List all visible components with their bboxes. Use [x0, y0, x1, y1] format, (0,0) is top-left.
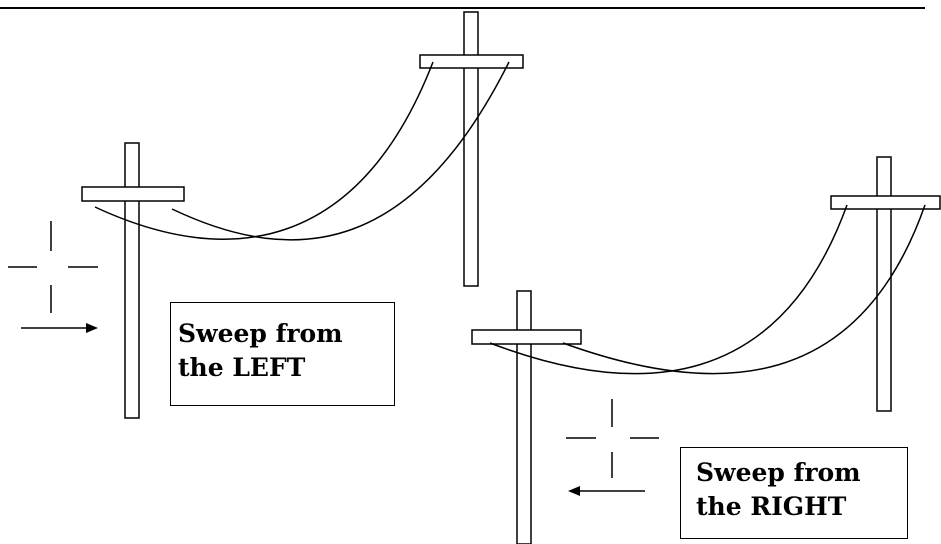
sweep-left-line1: Sweep from: [178, 319, 343, 348]
sweep-right-line2: the RIGHT: [696, 492, 847, 521]
utility-pole-bottom: [471, 290, 582, 544]
utility-pole-right: [830, 156, 941, 412]
sweep-right-label: Sweep from the RIGHT: [680, 447, 908, 539]
dashed-crosshair-icon: [566, 399, 659, 478]
wire-left-1: [94, 61, 434, 240]
arrow-right-icon: [21, 323, 98, 333]
sweep-left-line2: the LEFT: [178, 353, 306, 382]
utility-pole-top: [419, 11, 524, 287]
sweep-right-line1: Sweep from: [696, 458, 861, 487]
wire-left-2: [171, 61, 510, 241]
dashed-crosshair-icon: [8, 221, 98, 313]
utility-pole-left: [81, 142, 185, 419]
wire-right-1: [489, 204, 848, 375]
wire-right-2: [562, 204, 926, 375]
sweep-left-label: Sweep from the LEFT: [170, 302, 395, 406]
arrow-left-icon: [568, 486, 645, 496]
